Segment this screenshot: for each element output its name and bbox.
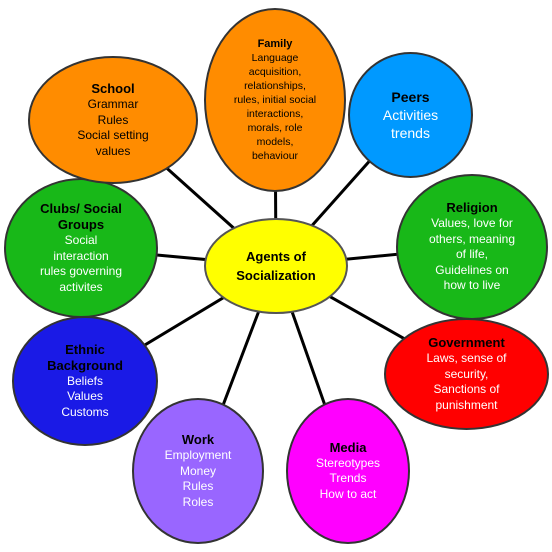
- node-clubs-social-groups-line: rules governing: [39, 264, 123, 278]
- node-peers-line: trends: [391, 125, 430, 141]
- node-religion-line: of life,: [455, 247, 488, 262]
- node-peers-line: Activities: [382, 107, 439, 123]
- node-work-line: Employment: [164, 448, 232, 462]
- node-media-line: Trends: [329, 471, 367, 486]
- node-government-line: Sanctions of: [433, 382, 500, 396]
- node-clubs-social-groups-line: interaction: [53, 248, 109, 263]
- node-religion-line: Guidelines on: [435, 262, 509, 277]
- node-ethnic-background: Ethnic Background Beliefs Values Customs: [12, 316, 158, 446]
- node-clubs-social-groups-title: Groups: [57, 217, 105, 232]
- node-ethnic-background-line: Customs: [61, 404, 109, 419]
- node-government-line: punishment: [435, 397, 498, 412]
- node-government-title: Government: [428, 335, 505, 350]
- node-ethnic-background-title: Background: [47, 357, 123, 373]
- node-family-line: rules, initial social: [233, 94, 317, 106]
- center-title-line-2: Socialization: [236, 268, 316, 283]
- node-government: Government Laws, sense of security, Sanc…: [384, 318, 549, 430]
- node-religion-title: Religion: [446, 200, 498, 216]
- node-school-line: Rules: [97, 112, 129, 127]
- node-family-title: Family: [257, 38, 293, 50]
- node-religion-line: Values, love for: [431, 216, 513, 231]
- node-family-line: models,: [256, 136, 294, 148]
- node-peers-title: Peers: [391, 89, 430, 105]
- center-node-agents-of-socialization: Agents of Socialization: [204, 218, 348, 314]
- node-work-title: Work: [181, 432, 215, 447]
- node-religion-line: others, meaning: [428, 231, 516, 246]
- node-school: School Grammar Rules Social setting valu…: [28, 56, 198, 184]
- node-family-line: relationships,: [244, 80, 306, 92]
- node-ethnic-background-title: Ethnic: [65, 341, 105, 357]
- node-family-line: acquisition,: [248, 66, 302, 78]
- node-family: Family Language acquisition, relationshi…: [204, 8, 346, 192]
- node-peers: Peers Activities trends: [348, 52, 473, 178]
- node-work-line: Money: [179, 463, 217, 478]
- node-family-line: morals, role: [247, 122, 303, 134]
- node-family-line: behaviour: [251, 150, 299, 162]
- node-family-line: Language: [251, 52, 299, 64]
- node-government-line: security,: [444, 366, 489, 381]
- node-ethnic-background-line: Values: [67, 389, 103, 404]
- node-media-line: Stereotypes: [315, 455, 381, 470]
- node-media-line: How to act: [319, 486, 377, 501]
- node-clubs-social-groups: Clubs/ Social Groups Social interaction …: [4, 178, 158, 318]
- node-media: Media Stereotypes Trends How to act: [286, 398, 410, 544]
- node-clubs-social-groups-title: Clubs/ Social: [40, 201, 122, 216]
- node-clubs-social-groups-line: activites: [59, 279, 103, 294]
- node-work-line: Rules: [182, 479, 214, 493]
- node-religion-line: how to live: [443, 278, 501, 293]
- node-government-line: Laws, sense of: [426, 351, 507, 365]
- node-clubs-social-groups-line: Social: [64, 233, 98, 247]
- node-school-line: Grammar: [87, 97, 139, 111]
- node-work-line: Roles: [182, 494, 214, 509]
- node-family-line: interactions,: [246, 108, 304, 120]
- node-religion: Religion Values, love for others, meanin…: [396, 174, 548, 320]
- node-school-line: Social setting: [77, 128, 149, 142]
- node-ethnic-background-line: Beliefs: [66, 373, 104, 388]
- node-work: Work Employment Money Rules Roles: [132, 398, 264, 544]
- node-school-title: School: [91, 81, 135, 96]
- node-media-title: Media: [329, 439, 367, 455]
- center-title-line-1: Agents of: [246, 249, 306, 264]
- node-school-line: values: [95, 143, 131, 158]
